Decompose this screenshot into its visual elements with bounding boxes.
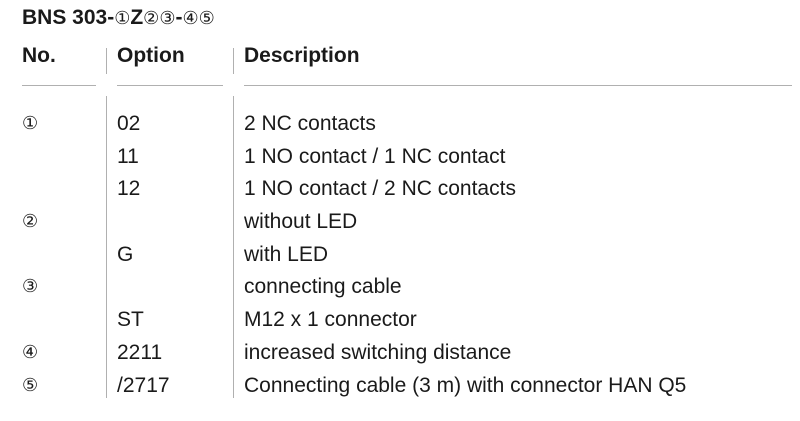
table-row: ④ 2211 increased switching distance bbox=[0, 337, 800, 370]
code-placeholder-4: ④ bbox=[182, 8, 199, 29]
row-number: ⑤ bbox=[22, 374, 39, 396]
row-number: ③ bbox=[22, 276, 39, 298]
header-underline bbox=[22, 85, 96, 86]
header-underline bbox=[244, 85, 792, 86]
header-divider bbox=[233, 48, 234, 74]
table-row: ① 02 2 NC contacts bbox=[0, 108, 800, 141]
row-description: connecting cable bbox=[244, 275, 402, 299]
code-placeholder-1: ① bbox=[114, 8, 131, 29]
ordering-code-title: BNS 303-①Z②③-④⑤ bbox=[22, 6, 215, 30]
row-option: 02 bbox=[117, 112, 141, 135]
row-option: /2717 bbox=[117, 373, 170, 397]
row-description: 2 NC contacts bbox=[244, 112, 376, 135]
code-prefix: BNS 303- bbox=[22, 6, 115, 29]
table-row: 11 1 NO contact / 1 NC contact bbox=[0, 141, 800, 174]
column-header-no: No. bbox=[22, 44, 56, 67]
row-number: ① bbox=[22, 113, 39, 134]
row-option: 12 bbox=[117, 177, 141, 201]
row-description: M12 x 1 connector bbox=[244, 308, 417, 332]
code-placeholder-3: ③ bbox=[159, 8, 176, 29]
code-z: Z bbox=[130, 6, 144, 29]
code-placeholder-5: ⑤ bbox=[198, 8, 215, 29]
row-description: increased switching distance bbox=[244, 340, 512, 364]
row-number: ④ bbox=[22, 341, 39, 363]
row-description: 1 NO contact / 2 NC contacts bbox=[244, 177, 516, 201]
table-row: ③ connecting cable bbox=[0, 271, 800, 304]
column-header-option: Option bbox=[117, 44, 185, 67]
code-placeholder-2: ② bbox=[143, 8, 160, 29]
header-divider bbox=[106, 48, 107, 74]
column-divider bbox=[233, 96, 234, 398]
header-underline bbox=[117, 85, 223, 86]
row-description: with LED bbox=[244, 242, 329, 266]
column-divider bbox=[106, 96, 107, 398]
table-row: 12 1 NO contact / 2 NC contacts bbox=[0, 173, 800, 206]
table-row: ⑤/2717 Connecting cable (3 m) with connec… bbox=[0, 370, 800, 403]
row-description: Connecting cable (3 m) with connector HA… bbox=[244, 373, 687, 397]
row-description: 1 NO contact / 1 NC contact bbox=[244, 144, 506, 168]
row-option: ST bbox=[117, 308, 144, 332]
row-option: 2211 bbox=[117, 340, 163, 364]
row-option: 11 bbox=[117, 144, 139, 168]
row-number: ② bbox=[22, 211, 39, 233]
options-table-body: ① 02 2 NC contacts 11 1 NO contact / 1 NC co… bbox=[0, 108, 800, 402]
table-row: ST M12 x 1 connector bbox=[0, 304, 800, 337]
column-header-description: Description bbox=[244, 44, 360, 67]
table-row: ② without LED bbox=[0, 206, 800, 239]
code-separator: - bbox=[175, 6, 183, 29]
row-option: G bbox=[117, 242, 134, 266]
row-description: without LED bbox=[244, 210, 358, 234]
